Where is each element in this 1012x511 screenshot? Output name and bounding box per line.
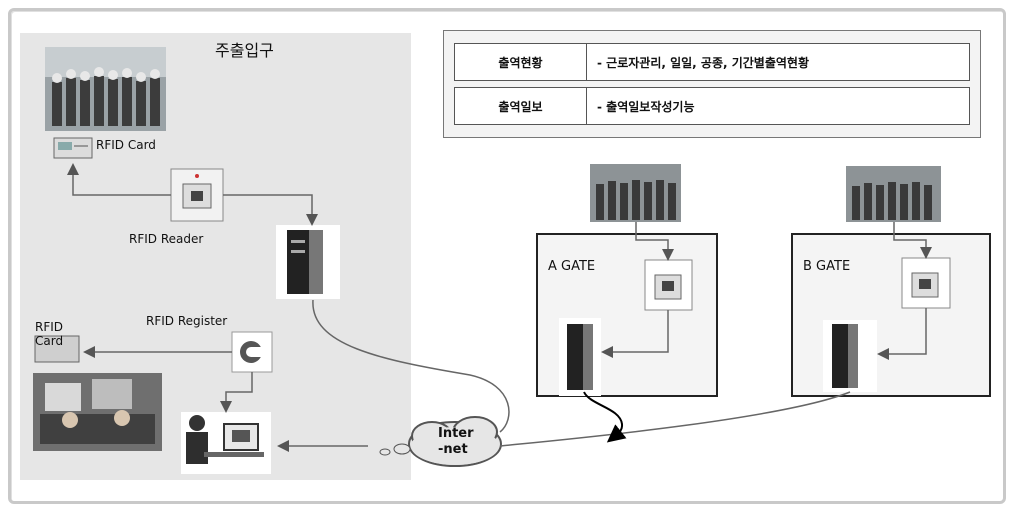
rfid-card-label: RFID Card (96, 138, 156, 152)
rfid-register-device (231, 331, 273, 373)
rfid-card-icon-2 (34, 335, 80, 363)
legend-row-attendance-status: 출역현황 - 근로자관리, 일일, 공종, 기간별출역현황 (454, 43, 970, 81)
entry-server-icon (276, 225, 340, 299)
rfid-card-label-2: RFID Card (35, 320, 64, 348)
entrance-title: 주출입구 (215, 41, 274, 60)
legend-value: - 출역일보작성기능 (597, 99, 695, 114)
internet-cloud (379, 416, 502, 467)
gate-a-server-icon (559, 318, 601, 396)
legend-key: 출역일보 (455, 88, 587, 124)
rfid-reader-device (170, 168, 224, 222)
gate-b-label: B GATE (803, 259, 851, 274)
gate-a-label: A GATE (548, 259, 596, 274)
gate-b-server-icon (823, 320, 877, 392)
operator-workstation-icon (181, 412, 271, 474)
office-photo (33, 373, 162, 451)
gate-a-workers-photo (590, 164, 681, 222)
legend-row-daily-report: 출역일보 - 출역일보작성기능 (454, 87, 970, 125)
legend-value: - 근로자관리, 일일, 공종, 기간별출역현황 (597, 55, 810, 70)
connectors (67, 163, 932, 452)
gate-b-reader-device (901, 257, 951, 309)
legend-key: 출역현황 (455, 44, 587, 80)
rfid-card-icon (53, 137, 93, 159)
rfid-reader-label: RFID Reader (129, 232, 204, 246)
gate-a-reader-device (644, 259, 693, 311)
rfid-register-label: RFID Register (146, 314, 228, 328)
internet-label: Inter -net (438, 426, 474, 457)
workers-photo (45, 47, 166, 131)
gate-b-workers-photo (846, 166, 941, 222)
function-legend: 출역현황 - 근로자관리, 일일, 공종, 기간별출역현황 출역일보 - 출역일… (443, 30, 981, 138)
